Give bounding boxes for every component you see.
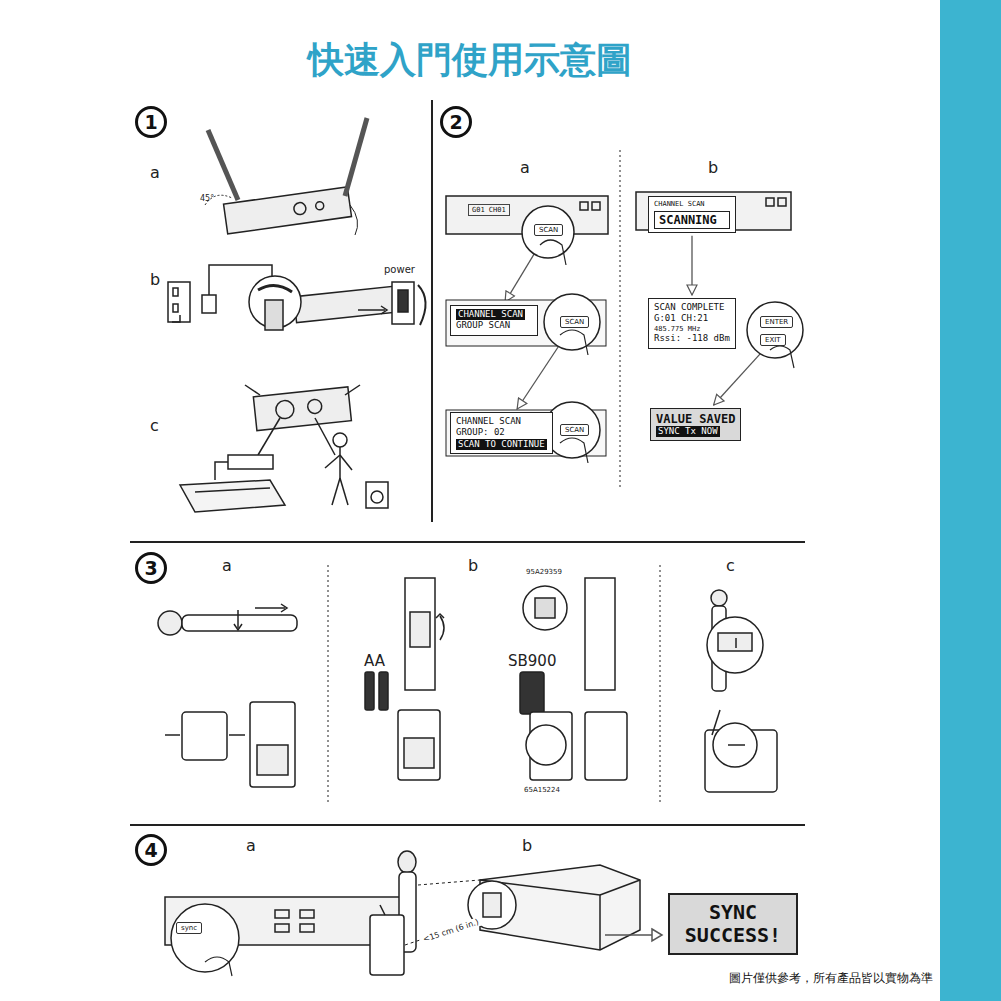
- step-number: 4: [135, 834, 167, 866]
- node-text: SCAN: [565, 426, 584, 434]
- label: <15 cm (6 in.): [420, 917, 482, 945]
- label: b: [150, 270, 160, 289]
- label: power: [384, 264, 415, 275]
- scan-button: SCAN: [560, 316, 589, 328]
- node-text: CHANNEL SCAN: [456, 416, 547, 427]
- node-text: 1: [144, 111, 157, 133]
- node-text: ENTER: [765, 318, 788, 326]
- flow-arrow: [691, 236, 692, 295]
- node-text: 4: [144, 839, 157, 861]
- node-text: SCANNING: [654, 211, 730, 229]
- label: 45°: [200, 194, 214, 203]
- flow-arrow: [714, 349, 765, 405]
- node-text: SYNC Tx NOW: [656, 426, 720, 437]
- lcd-screen: SYNC SUCCESS!: [668, 893, 798, 955]
- enter-button: ENTER: [760, 316, 793, 328]
- lcd-screen: CHANNEL SCAN SCANNING: [648, 196, 736, 233]
- node-text: GROUP: 02: [456, 427, 547, 438]
- label: 95A29359: [526, 568, 562, 576]
- lcd-screen: SCAN COMPLETEG:01 CH:21485.775 MHzRssi: …: [648, 298, 736, 349]
- step-number: 3: [135, 552, 167, 584]
- node-text: G:01 CH:21: [654, 313, 730, 324]
- lcd-screen: VALUE SAVEDSYNC Tx NOW: [650, 408, 741, 441]
- scan-button: SCAN: [534, 224, 563, 236]
- label: b: [708, 158, 718, 177]
- sync-button: sync: [176, 922, 202, 934]
- label: b: [522, 836, 532, 855]
- lcd-screen: CHANNEL SCANGROUP: 02SCAN TO CONTINUE: [450, 412, 553, 454]
- scan-button: SCAN: [560, 424, 589, 436]
- exit-button: EXIT: [760, 334, 786, 346]
- step-number: 2: [440, 106, 472, 138]
- label: a: [520, 158, 530, 177]
- label: SB900: [508, 652, 556, 670]
- node-text: GROUP SCAN: [456, 320, 532, 331]
- node-text: SCAN: [539, 226, 558, 234]
- node-text: SYNC SUCCESS!: [680, 901, 786, 947]
- label: c: [726, 556, 735, 575]
- node-text: Rssi: -118 dBm: [654, 333, 730, 344]
- node-text: EXIT: [765, 336, 781, 344]
- label: a: [246, 836, 256, 855]
- node-text: SCAN COMPLETE: [654, 302, 730, 313]
- side-band: [940, 0, 1001, 1001]
- node-text: CHANNEL SCAN: [654, 200, 730, 209]
- receiver-display: G01 CH01: [468, 204, 510, 216]
- node-text: 2: [449, 111, 462, 133]
- caption: 圖片僅供參考，所有產品皆以實物為準: [729, 970, 933, 987]
- label: AA: [364, 652, 385, 670]
- node-text: sync: [181, 924, 197, 932]
- node-text: SCAN: [565, 318, 584, 326]
- label: 65A15224: [524, 786, 560, 794]
- step-number: 1: [135, 106, 167, 138]
- node-text: SCAN TO CONTINUE: [456, 439, 547, 450]
- node-text: VALUE SAVED: [656, 412, 735, 426]
- node-text: CHANNEL SCAN: [456, 309, 525, 320]
- label: a: [222, 556, 232, 575]
- label: c: [150, 416, 159, 435]
- label: b: [468, 556, 478, 575]
- label: a: [150, 163, 160, 182]
- page-title: 快速入門使用示意圖: [0, 36, 940, 85]
- lcd-screen: CHANNEL SCANGROUP SCAN: [450, 305, 538, 336]
- node-text: G01 CH01: [472, 206, 506, 214]
- node-text: 3: [144, 557, 157, 579]
- node-text: 485.775 MHz: [654, 325, 730, 334]
